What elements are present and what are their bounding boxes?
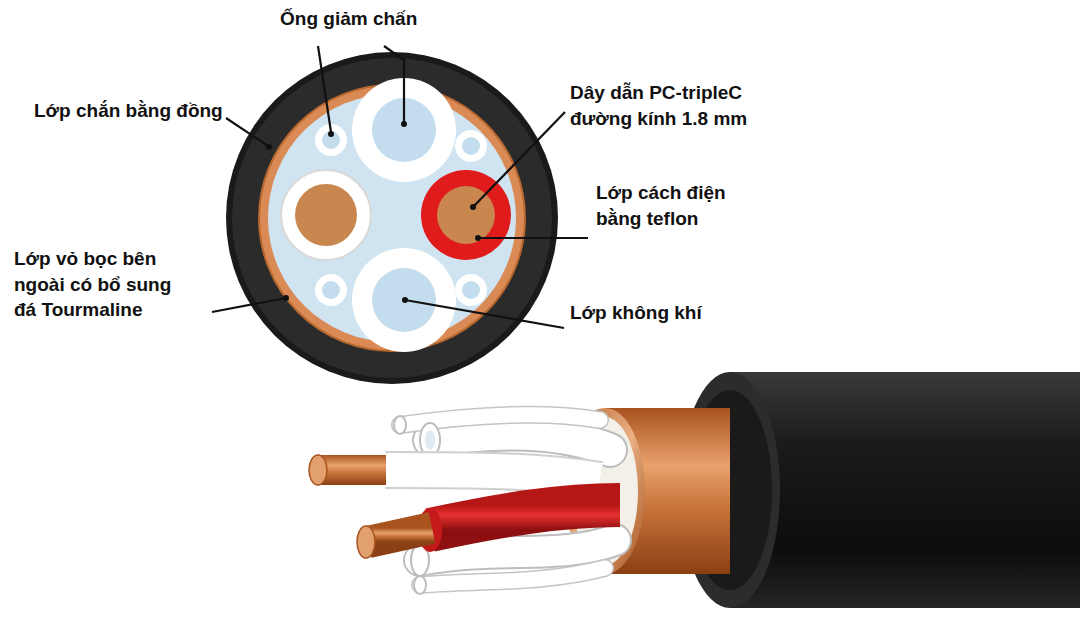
copper-conductor — [295, 184, 357, 246]
leader-line — [405, 300, 564, 328]
tube-ends-part — [414, 576, 426, 594]
outer-jacket — [226, 52, 558, 384]
red-conductor-part — [368, 528, 432, 542]
leader-line — [384, 46, 404, 122]
air-layer — [268, 94, 516, 342]
leader-dots-part — [475, 235, 481, 241]
outer-jacket-inner — [232, 58, 552, 378]
red-conductor — [357, 505, 620, 558]
small-tubes-part — [455, 274, 487, 306]
small-tubes-part — [455, 130, 487, 162]
white-insulation — [281, 170, 371, 260]
copper-core-end — [309, 455, 327, 485]
leader-line — [212, 298, 286, 312]
cross-section — [226, 52, 558, 384]
copper-shield-label: Lớp chắn bằng đồng — [34, 98, 234, 124]
jacket-body — [730, 372, 1080, 608]
copper-shield — [259, 85, 525, 351]
damping-tube-core — [372, 268, 436, 332]
small-tubes-part — [315, 274, 347, 306]
copper-core-end — [357, 526, 375, 558]
leader-dots-part — [402, 297, 408, 303]
damping-tube — [352, 248, 456, 352]
leader-dots-part — [266, 144, 272, 150]
small-tube-cores-part — [462, 137, 480, 155]
leader-lines — [212, 46, 588, 328]
leader-line — [226, 118, 268, 146]
leader-dots — [266, 121, 481, 303]
cable-3d — [309, 372, 1080, 608]
damping-tube-label: Ống giảm chấn — [280, 6, 480, 32]
air-layer-label: Lớp không khí — [570, 300, 770, 326]
copper-core — [318, 455, 386, 485]
leader-line — [318, 46, 331, 132]
tube-ends-part — [394, 416, 406, 434]
small-tube-cores-part — [462, 281, 480, 299]
leader-dots-part — [470, 204, 476, 210]
leader-dots-part — [328, 131, 334, 137]
damping-tubes-3d-part — [420, 568, 605, 585]
damping-tubes-3d-part — [430, 433, 610, 450]
leader-dots-part — [283, 295, 289, 301]
conductor-label: Dây dẫn PC-tripleC đường kính 1.8 mm — [570, 80, 785, 131]
damping-tubes-3d-part — [430, 433, 610, 450]
white-conductor-part — [385, 470, 600, 480]
jacket-label: Lớp vỏ bọc bên ngoài có bổ sung đá Tourm… — [14, 246, 214, 323]
tube-ends-part — [425, 430, 435, 450]
white-conductor — [309, 455, 600, 485]
leader-line — [474, 112, 565, 206]
damping-tubes-3d-part — [420, 568, 605, 585]
insulation-label: Lớp cách điện bằng teflon — [596, 180, 756, 231]
small-tube-cores-part — [322, 131, 340, 149]
leader-line — [478, 237, 588, 239]
teflon-insulation — [421, 170, 511, 260]
small-tube-cores-part — [322, 281, 340, 299]
white-conductor-part — [385, 470, 600, 480]
red-conductor-part — [430, 505, 620, 530]
tube-ends — [394, 416, 440, 594]
leader-dots-part — [401, 121, 407, 127]
